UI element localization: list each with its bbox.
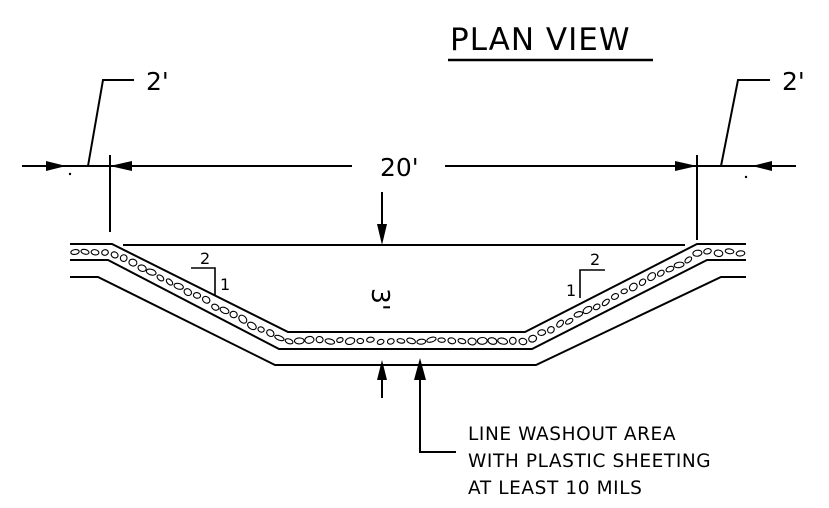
- right-slope-run: 2: [590, 250, 600, 269]
- rock: [416, 338, 427, 345]
- left-offset-callout: 2': [22, 67, 169, 176]
- rock: [183, 288, 193, 297]
- rock: [90, 249, 100, 256]
- rock: [406, 337, 417, 345]
- rock: [266, 329, 275, 338]
- rock: [537, 329, 547, 336]
- rock: [247, 321, 257, 331]
- rock: [344, 337, 356, 346]
- width-dimension: 20': [66, 153, 752, 240]
- rock: [573, 311, 584, 318]
- rock: [324, 338, 336, 345]
- rock: [229, 310, 238, 319]
- rock: [547, 325, 555, 334]
- rock: [137, 264, 147, 272]
- rock: [713, 249, 724, 258]
- rock: [647, 272, 657, 282]
- liner-note: LINE WASHOUT AREA WITH PLASTIC SHEETING …: [468, 424, 711, 499]
- rock: [528, 334, 538, 343]
- rock: [601, 298, 610, 307]
- rock: [376, 338, 385, 345]
- rock: [628, 282, 638, 292]
- rock: [620, 288, 628, 295]
- diagram-title: PLAN VIEW: [450, 22, 631, 58]
- rock: [336, 337, 344, 343]
- left-slope-indicator: 2 1: [191, 249, 230, 296]
- rock: [119, 254, 128, 262]
- depth-label: 3': [366, 288, 395, 311]
- note-line-3: AT LEAST 10 MILS: [468, 478, 642, 499]
- rock: [211, 303, 220, 311]
- right-slope-indicator: 2 1: [566, 250, 605, 300]
- rock: [610, 293, 620, 300]
- rock: [396, 338, 406, 344]
- rock: [508, 336, 517, 345]
- rock: [128, 258, 138, 267]
- right-slope-rise: 1: [566, 281, 576, 300]
- rock: [582, 305, 593, 315]
- rock: [201, 295, 211, 304]
- rock: [487, 337, 498, 345]
- rock: [70, 248, 80, 256]
- rock: [665, 265, 675, 273]
- rock: [592, 303, 601, 311]
- left-slope-rise: 1: [220, 275, 230, 294]
- rock: [165, 278, 174, 286]
- rock: [724, 248, 735, 255]
- rock: [110, 251, 119, 259]
- rock: [274, 334, 285, 342]
- rock: [437, 337, 446, 343]
- rock: [284, 338, 294, 345]
- rock-fill: [70, 248, 746, 346]
- rock: [257, 326, 265, 333]
- rock: [156, 274, 165, 282]
- rock: [476, 336, 488, 345]
- rock: [80, 248, 90, 255]
- rock: [356, 337, 365, 345]
- trench-cross-section: [70, 243, 746, 366]
- rock: [467, 337, 477, 346]
- depth-bottom-arrow: [377, 360, 387, 398]
- rock: [638, 278, 647, 286]
- rock: [656, 269, 665, 277]
- rock: [518, 337, 528, 346]
- right-offset-label: 2': [782, 67, 805, 96]
- note-line-1: LINE WASHOUT AREA: [468, 424, 676, 445]
- rock: [145, 268, 157, 276]
- rock: [315, 335, 324, 344]
- rock: [219, 306, 230, 315]
- rock: [556, 319, 565, 328]
- rock: [692, 249, 703, 257]
- rock: [457, 337, 467, 345]
- rock: [304, 335, 315, 344]
- left-slope-run: 2: [200, 249, 210, 268]
- rock: [101, 249, 109, 256]
- rock: [703, 248, 712, 255]
- depth-top-arrow: [377, 192, 387, 245]
- width-label: 20': [380, 153, 419, 182]
- left-offset-label: 2': [146, 67, 169, 96]
- rock: [673, 261, 685, 269]
- note-leader: [414, 358, 456, 453]
- rock: [293, 337, 305, 345]
- rock: [564, 317, 574, 325]
- rock: [366, 336, 375, 343]
- rock: [173, 282, 184, 290]
- rock: [447, 337, 457, 345]
- rock: [386, 338, 395, 345]
- rock: [426, 336, 437, 343]
- rock: [497, 337, 509, 345]
- note-line-2: WITH PLASTIC SHEETING: [468, 451, 711, 472]
- rock: [192, 292, 202, 299]
- rock: [238, 314, 248, 324]
- right-offset-callout: 2': [720, 67, 805, 179]
- rock: [684, 256, 693, 264]
- rock: [735, 250, 746, 257]
